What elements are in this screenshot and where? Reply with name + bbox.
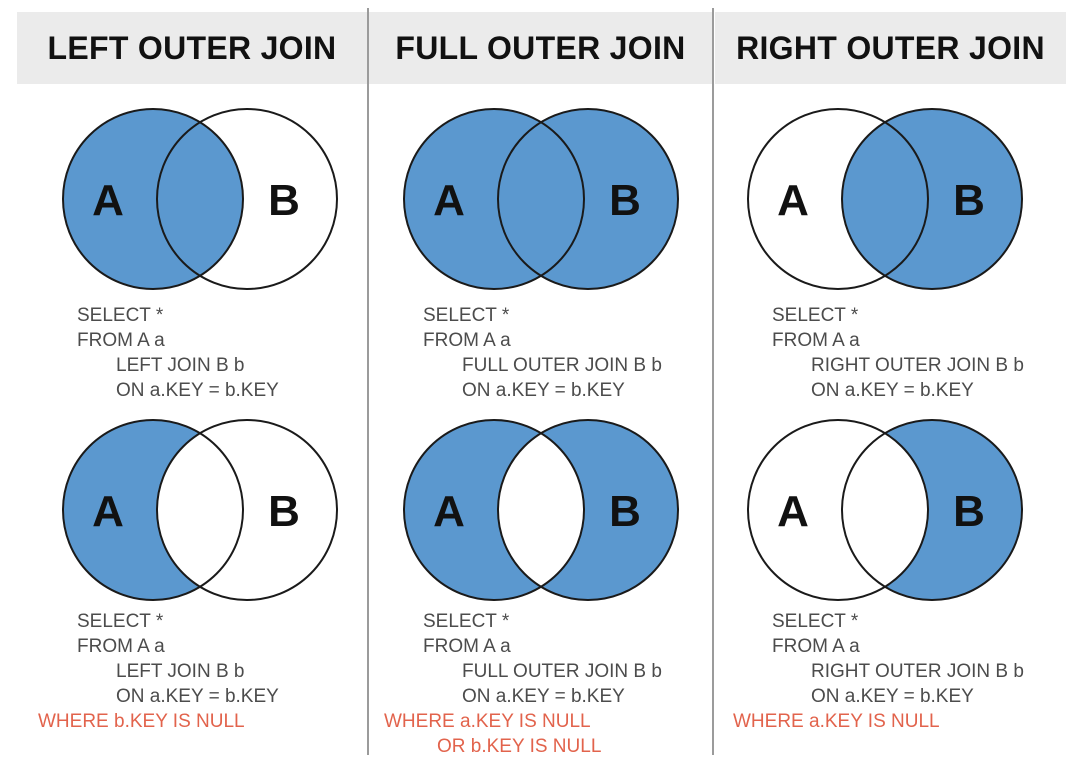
venn-diagram: A B xyxy=(62,108,338,290)
venn-top-wrap: A B xyxy=(368,103,713,295)
sql-line: FROM A a xyxy=(77,330,165,351)
venn-diagram: A B xyxy=(62,419,338,601)
circle-a-outline xyxy=(402,108,585,290)
sql-line: FULL OUTER JOIN B b xyxy=(462,661,662,682)
circle-a-label: A xyxy=(433,176,465,225)
circle-b-outline xyxy=(841,108,1023,290)
join-column-right: RIGHT OUTER JOIN A B SELECT * FROM A a RIG… xyxy=(713,0,1085,763)
sql-line: SELECT * xyxy=(77,611,164,632)
join-column-full: FULL OUTER JOIN A B SELECT * FROM A a FULL… xyxy=(368,0,713,763)
column-title: FULL OUTER JOIN xyxy=(369,12,712,84)
circle-b-outline xyxy=(156,108,338,290)
circle-b-outline xyxy=(156,419,338,601)
sql-line: ON a.KEY = b.KEY xyxy=(462,380,625,401)
circle-a-label: A xyxy=(92,176,124,225)
sql-line: FROM A a xyxy=(423,330,511,351)
sql-line: SELECT * xyxy=(423,611,510,632)
sql-line: ON a.KEY = b.KEY xyxy=(462,686,625,707)
sql-line: SELECT * xyxy=(772,611,859,632)
intersection-fill xyxy=(842,109,928,289)
venn-bottom-wrap: A B xyxy=(713,414,1085,606)
intersection-fill xyxy=(842,420,928,600)
sql-code-block: SELECT * FROM A a LEFT JOIN B b ON a.KEY = … xyxy=(38,609,368,734)
sql-line: SELECT * xyxy=(772,305,859,326)
column-divider xyxy=(367,8,369,755)
venn-diagram: A B xyxy=(402,108,679,290)
intersection-fill xyxy=(497,109,584,289)
sql-line: LEFT JOIN B b xyxy=(116,355,245,376)
intersection-fill xyxy=(157,420,243,600)
sql-line: FROM A a xyxy=(423,636,511,657)
venn-top-wrap: A B xyxy=(713,103,1085,295)
circle-a-outline xyxy=(402,419,585,601)
join-column-left: LEFT OUTER JOIN A B SELECT * FROM A a LEFT… xyxy=(0,0,368,763)
venn-diagram: A B xyxy=(747,419,1023,601)
circle-a-label: A xyxy=(777,487,809,536)
circle-b-label: B xyxy=(609,176,641,225)
sql-code-block: SELECT * FROM A a RIGHT OUTER JOIN B b ON a… xyxy=(733,609,1085,734)
sql-line: ON a.KEY = b.KEY xyxy=(116,686,279,707)
venn-diagram: A B xyxy=(747,108,1023,290)
circle-b-label: B xyxy=(268,176,300,225)
sql-line: WHERE a.KEY IS NULL xyxy=(733,711,940,732)
sql-line: ON a.KEY = b.KEY xyxy=(811,686,974,707)
circle-b-outline xyxy=(496,419,679,601)
circle-b-label: B xyxy=(609,487,641,536)
intersection-fill xyxy=(157,109,243,289)
sql-line: FULL OUTER JOIN B b xyxy=(462,355,662,376)
circle-a-outline xyxy=(62,419,244,601)
venn-diagram: A B xyxy=(402,419,679,601)
circle-a-outline xyxy=(747,419,929,601)
sql-code-block: SELECT * FROM A a FULL OUTER JOIN B b ON a.… xyxy=(384,609,713,759)
sql-line: ON a.KEY = b.KEY xyxy=(116,380,279,401)
column-title: LEFT OUTER JOIN xyxy=(17,12,367,84)
circle-a-label: A xyxy=(92,487,124,536)
sql-line: FROM A a xyxy=(772,636,860,657)
sql-line: LEFT JOIN B b xyxy=(116,661,245,682)
sql-line: WHERE b.KEY IS NULL xyxy=(38,711,245,732)
circle-a-outline xyxy=(62,108,244,290)
sql-code-block: SELECT * FROM A a LEFT JOIN B b ON a.KEY = … xyxy=(38,303,368,403)
sql-line: FROM A a xyxy=(77,636,165,657)
intersection-fill xyxy=(497,420,584,600)
circle-a-outline xyxy=(747,108,929,290)
sql-line: FROM A a xyxy=(772,330,860,351)
circle-a-label: A xyxy=(777,176,809,225)
column-title: RIGHT OUTER JOIN xyxy=(715,12,1066,84)
venn-bottom-wrap: A B xyxy=(368,414,713,606)
circle-a-label: A xyxy=(433,487,465,536)
sql-line: SELECT * xyxy=(423,305,510,326)
sql-code-block: SELECT * FROM A a FULL OUTER JOIN B b ON a.… xyxy=(384,303,713,403)
circle-b-label: B xyxy=(953,176,985,225)
venn-top-wrap: A B xyxy=(0,103,368,295)
circle-b-outline xyxy=(496,108,679,290)
column-divider xyxy=(712,8,714,755)
sql-line: SELECT * xyxy=(77,305,164,326)
sql-line: WHERE a.KEY IS NULL xyxy=(384,711,591,732)
sql-code-block: SELECT * FROM A a RIGHT OUTER JOIN B b ON a… xyxy=(733,303,1085,403)
circle-b-outline xyxy=(841,419,1023,601)
circle-b-label: B xyxy=(953,487,985,536)
sql-line: ON a.KEY = b.KEY xyxy=(811,380,974,401)
sql-line: RIGHT OUTER JOIN B b xyxy=(811,355,1024,376)
sql-line: OR b.KEY IS NULL xyxy=(437,736,602,757)
venn-bottom-wrap: A B xyxy=(0,414,368,606)
circle-b-label: B xyxy=(268,487,300,536)
sql-line: RIGHT OUTER JOIN B b xyxy=(811,661,1024,682)
